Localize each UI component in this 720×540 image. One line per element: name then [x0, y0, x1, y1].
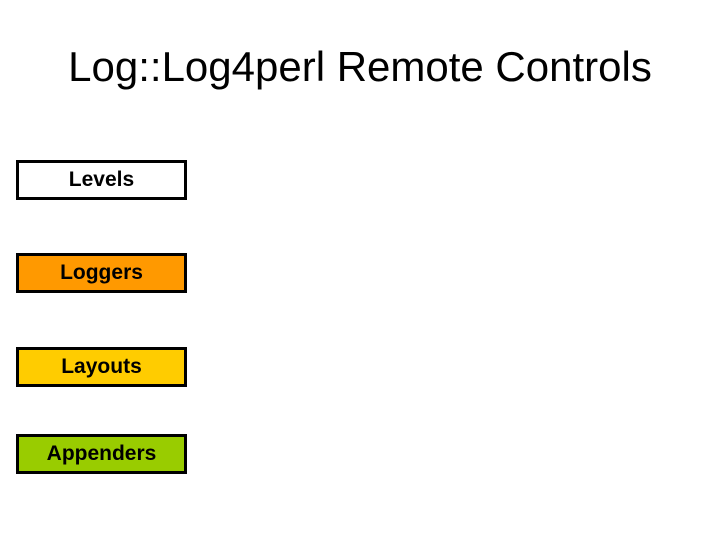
- box-layouts: Layouts: [16, 347, 187, 387]
- box-levels-label: Levels: [68, 168, 135, 191]
- box-appenders: Appenders: [16, 434, 187, 474]
- box-loggers: Loggers: [16, 253, 187, 293]
- box-appenders-label: Appenders: [46, 442, 157, 465]
- box-loggers-label: Loggers: [60, 261, 143, 284]
- box-layouts-label: Layouts: [61, 355, 142, 378]
- slide-title: Log::Log4perl Remote Controls: [68, 43, 652, 90]
- box-levels: Levels: [16, 160, 187, 200]
